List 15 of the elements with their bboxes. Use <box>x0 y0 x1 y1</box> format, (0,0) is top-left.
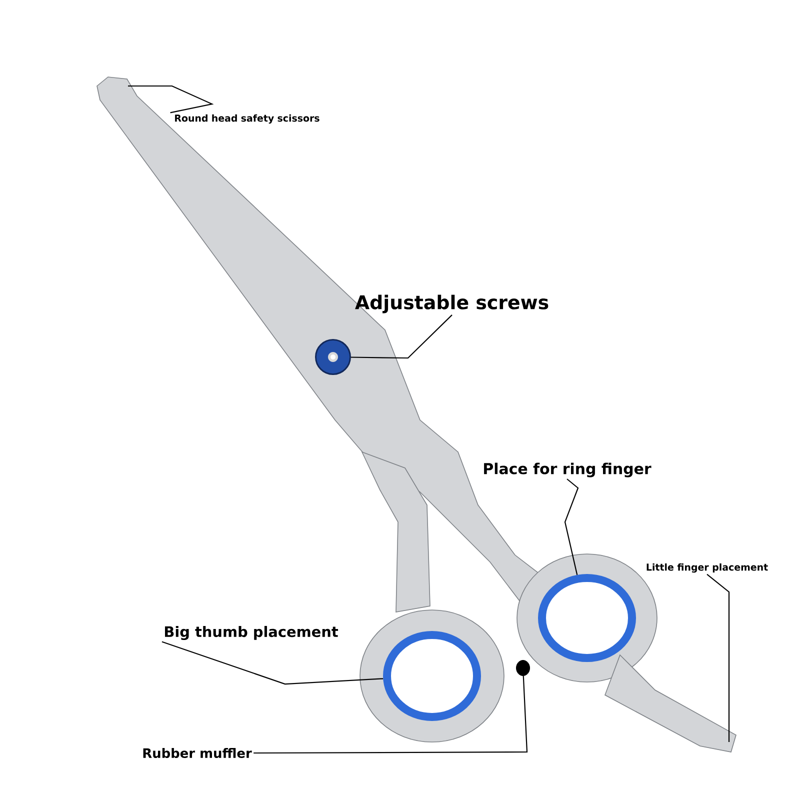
thumb-hole <box>383 631 481 721</box>
label: Round head safety scissors <box>175 114 320 124</box>
label: Big thumb placement <box>165 626 338 640</box>
leader-line <box>162 641 384 685</box>
leader-line <box>254 676 528 754</box>
leader-line <box>564 478 579 576</box>
label: Adjustable screws <box>355 294 548 314</box>
leader-line <box>351 314 452 359</box>
label: Rubber muffler <box>143 748 252 758</box>
screw <box>315 339 351 375</box>
rubber-muffler <box>516 660 530 676</box>
label: Little finger placement <box>646 563 768 573</box>
label: Place for ring finger <box>484 462 652 478</box>
leader-line <box>128 85 214 114</box>
leader-line <box>706 574 730 742</box>
